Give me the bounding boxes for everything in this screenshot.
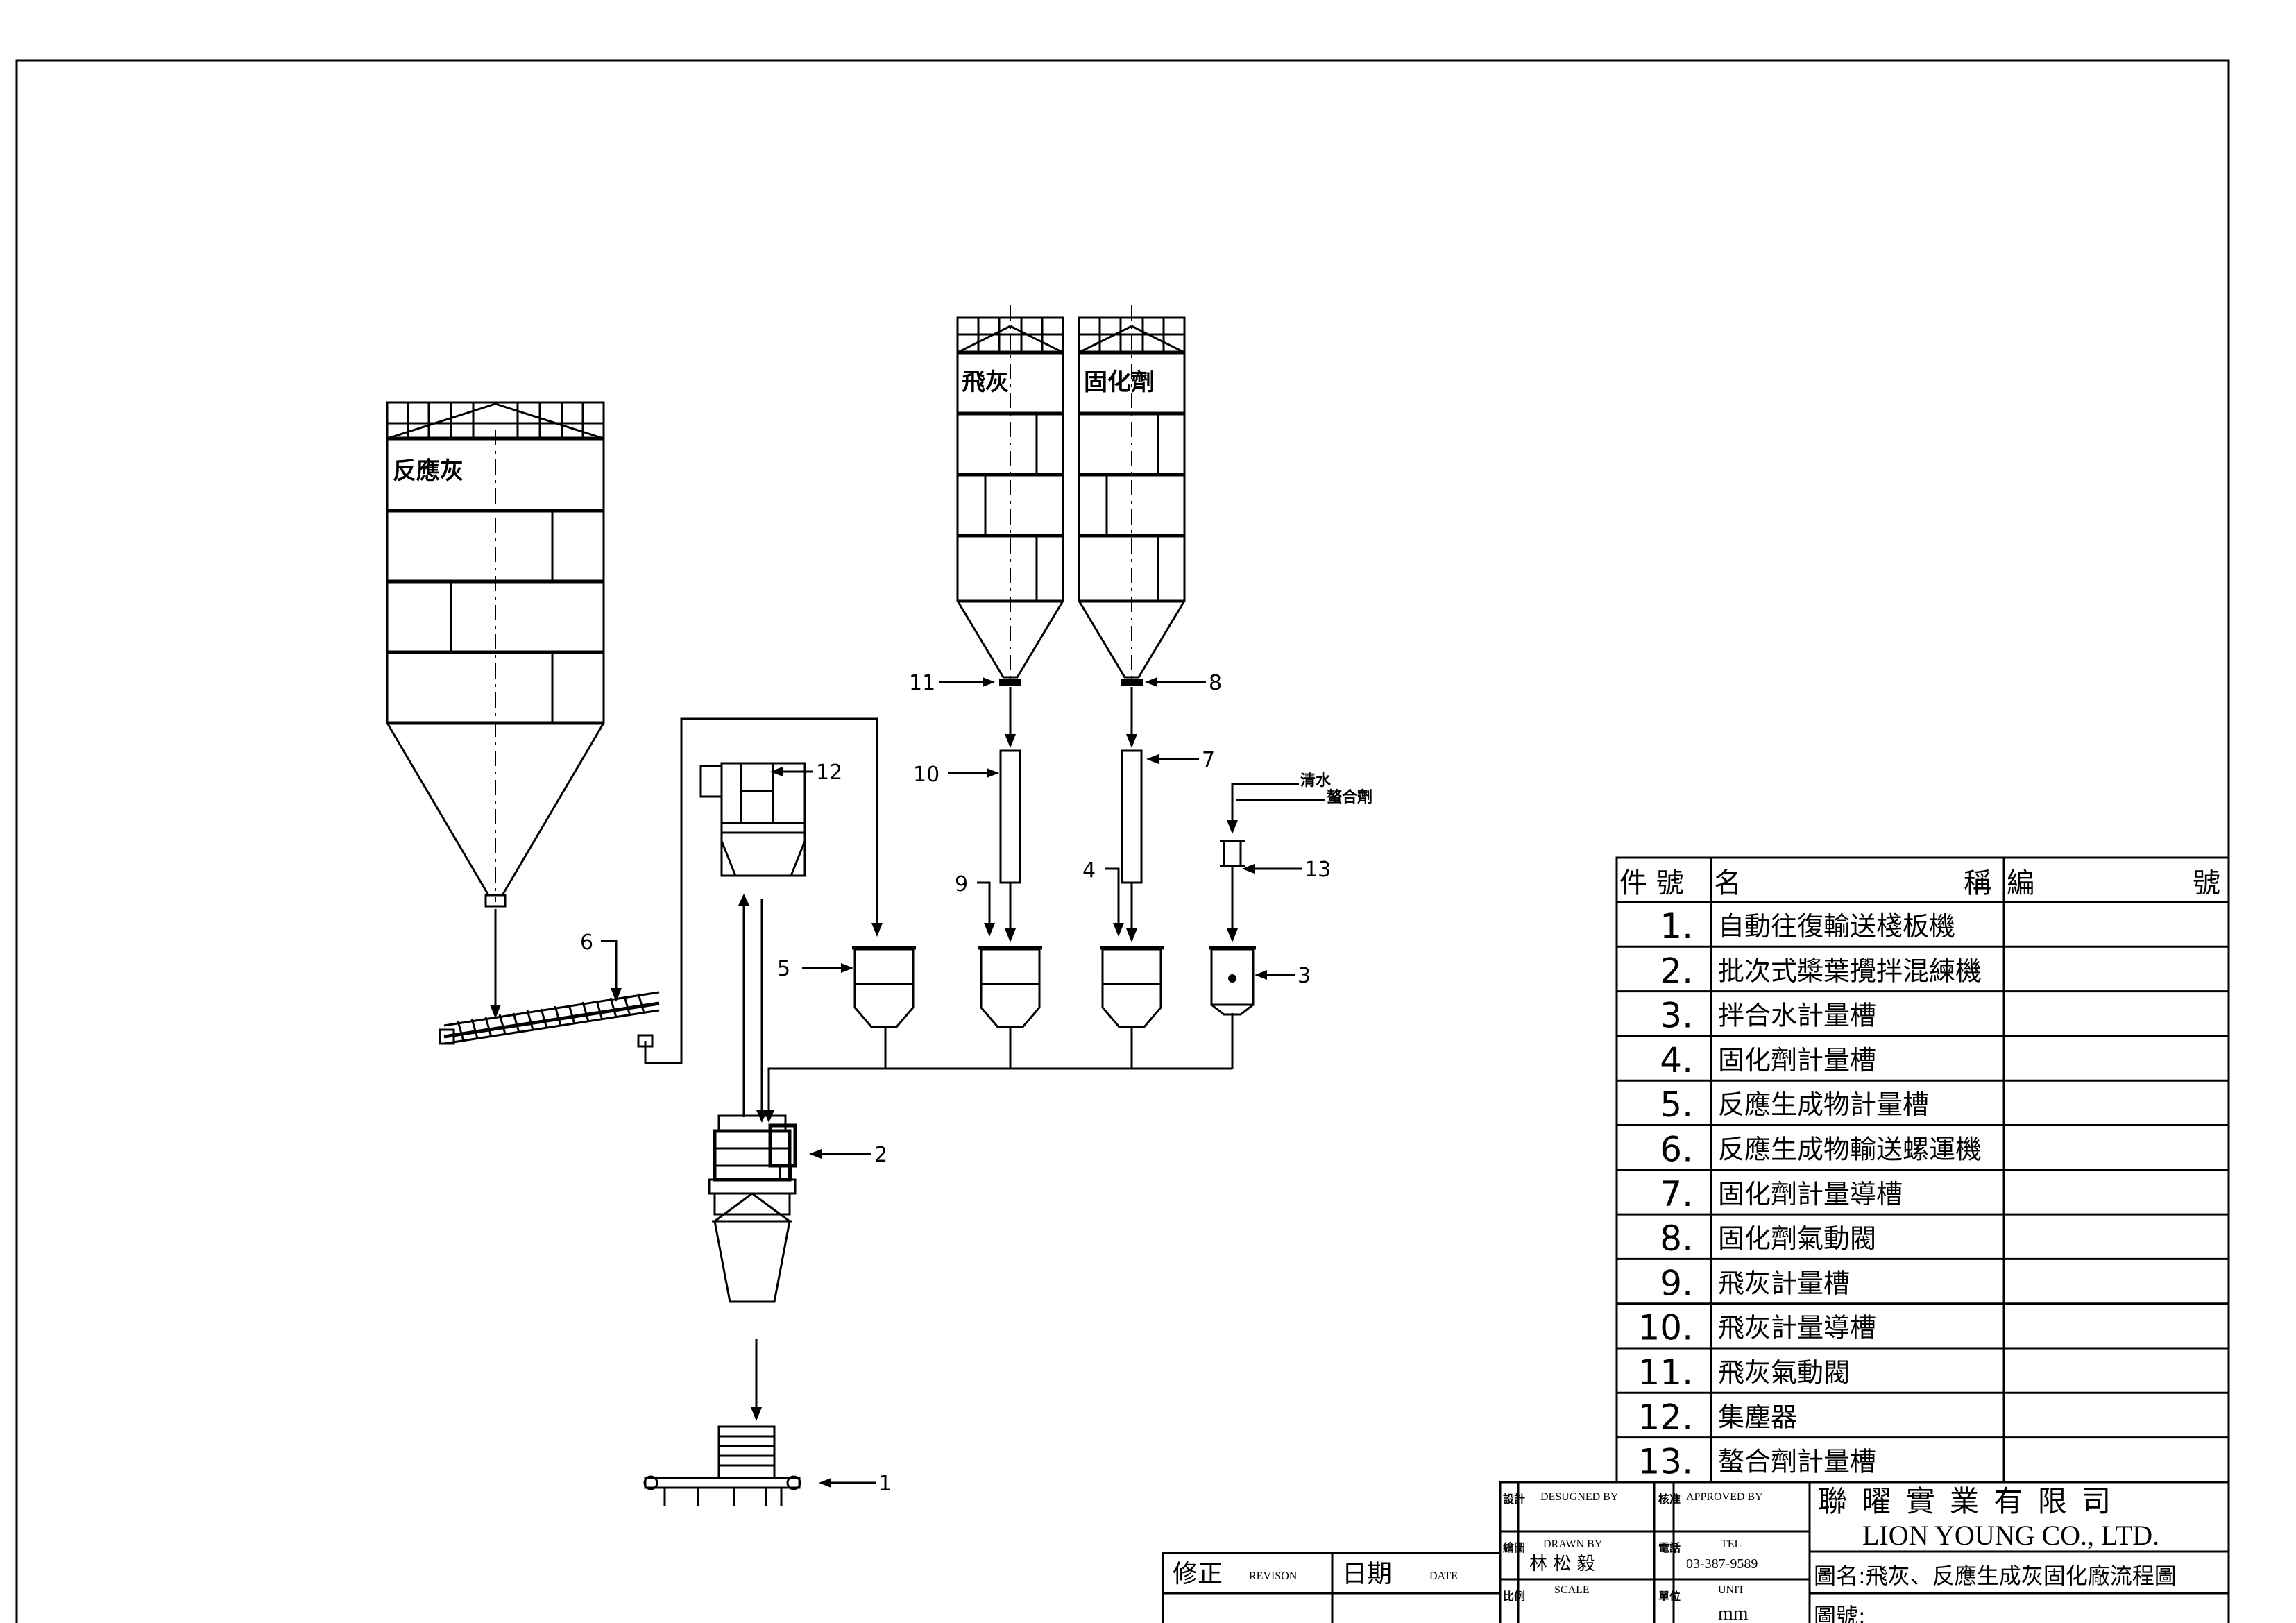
header-code2: 號 — [2193, 867, 2220, 899]
chelant-tank-13 — [1220, 840, 1245, 867]
date-cn: 日期 — [1342, 1560, 1392, 1588]
part-name: 反應生成物計量槽 — [1718, 1089, 1929, 1120]
part-name: 固化劑氣動閥 — [1718, 1223, 1876, 1254]
hopper-9 — [978, 946, 1042, 1028]
callout-10: 10 — [913, 763, 939, 787]
chelating-agent-label: 螯合劑 — [1327, 788, 1372, 806]
drawing-border — [15, 59, 2230, 1623]
part-number: 12. — [1638, 1397, 1693, 1437]
part-name: 螯合劑計量槽 — [1718, 1447, 1876, 1477]
dust-collector-12 — [699, 762, 806, 877]
part-number: 3. — [1660, 996, 1693, 1036]
designed-by: DESUGNED BY — [1540, 1491, 1619, 1503]
part-name: 批次式槳葉攪拌混練機 — [1718, 955, 1982, 986]
drawn-by: DRAWN BY — [1543, 1538, 1603, 1550]
unit-label: UNIT — [1718, 1584, 1744, 1596]
part-number: 7. — [1660, 1174, 1693, 1214]
part-number: 11. — [1638, 1352, 1693, 1393]
design-cn: 設計 — [1503, 1493, 1525, 1506]
curing-agent-label: 固化劑 — [1084, 368, 1155, 396]
header-name2: 稱 — [1964, 867, 1991, 899]
approved-by: APPROVED BY — [1686, 1491, 1763, 1503]
callout-7: 7 — [1202, 748, 1215, 772]
drawer-name: 林 松 毅 — [1529, 1554, 1595, 1574]
flow-lines — [490, 687, 1325, 1421]
drawing-no: 圖號: — [1814, 1603, 1866, 1623]
unit-value: mm — [1718, 1603, 1749, 1623]
tel-label: TEL — [1721, 1538, 1741, 1550]
part-number: 10. — [1638, 1308, 1693, 1348]
fly-ash-silo: 飛灰 — [956, 305, 1064, 686]
header-code: 編 — [2007, 867, 2034, 899]
check-cn: 核准 — [1658, 1493, 1681, 1506]
callout-1: 1 — [878, 1472, 892, 1496]
reaction-ash-silo: 反應灰 — [386, 401, 605, 908]
part-name: 飛灰計量導槽 — [1718, 1313, 1876, 1343]
hopper-5 — [852, 946, 916, 1028]
callout-5: 5 — [777, 957, 790, 981]
callout-9: 9 — [955, 872, 968, 897]
part-name: 固化劑計量槽 — [1718, 1045, 1876, 1076]
callout-8: 8 — [1209, 671, 1222, 695]
parts-table: 1. 自動往復輸送棧板機 2. 批次式槳葉攪拌混練機 3. 拌合水計量槽 4. 固化劑計量槽 5… — [1615, 856, 2230, 1484]
part-number: 6. — [1660, 1130, 1693, 1170]
part-number: 2. — [1660, 951, 1693, 991]
pallet-conveyor-1 — [643, 1425, 801, 1506]
title-block: 修正 REVISON 日期 DATE 設計 繪圖 比例 核准 電話 單位 DES… — [1162, 1481, 2230, 1623]
callout-11: 11 — [909, 671, 935, 695]
scale-cn: 比例 — [1503, 1590, 1525, 1603]
water-tank-3 — [1209, 946, 1256, 1016]
unit-cn: 單位 — [1658, 1590, 1681, 1603]
part-name: 拌合水計量槽 — [1718, 1001, 1876, 1031]
callout-13: 13 — [1304, 858, 1331, 882]
hopper-4 — [1100, 946, 1164, 1028]
part-number: 8. — [1660, 1218, 1693, 1259]
clean-water-label: 清水 — [1300, 772, 1332, 790]
callout-6: 6 — [580, 931, 593, 955]
part-number: 5. — [1660, 1085, 1693, 1125]
part-name: 飛灰氣動閥 — [1718, 1357, 1850, 1388]
callout-12: 12 — [816, 760, 842, 785]
callout-2: 2 — [874, 1143, 887, 1167]
revision-cn: 修正 — [1173, 1560, 1223, 1588]
reaction-ash-label: 反應灰 — [393, 457, 464, 485]
tel-number: 03-387-9589 — [1686, 1556, 1758, 1572]
part-name: 固化劑計量導槽 — [1718, 1179, 1903, 1209]
screw-conveyor-6 — [439, 991, 660, 1048]
header-name: 名 — [1714, 867, 1742, 899]
part-name: 飛灰計量槽 — [1718, 1268, 1850, 1298]
revision-en: REVISON — [1249, 1570, 1298, 1582]
company-cn: 聯 曜 實 業 有 限 司 — [1818, 1484, 2114, 1518]
callouts: 1 2 3 4 5 6 7 8 9 10 11 12 13 — [580, 671, 1331, 1496]
part-name: 反應生成物輸送螺運機 — [1718, 1135, 1982, 1165]
scale-label: SCALE — [1554, 1584, 1590, 1596]
curing-agent-silo: 固化劑 — [1078, 305, 1186, 686]
part-name: 集塵器 — [1718, 1402, 1797, 1432]
part-number: 9. — [1660, 1263, 1693, 1303]
fly-ash-label: 飛灰 — [962, 368, 1009, 396]
tel-cn: 電話 — [1658, 1541, 1681, 1554]
draw-cn: 繪圖 — [1503, 1541, 1525, 1554]
mixer-2 — [708, 1114, 797, 1303]
part-name: 自動往復輸送棧板機 — [1718, 911, 1955, 942]
part-number: 1. — [1660, 906, 1693, 946]
part-number: 13. — [1638, 1442, 1693, 1482]
callout-4: 4 — [1082, 858, 1096, 883]
part-number: 4. — [1660, 1040, 1693, 1080]
callout-3: 3 — [1298, 964, 1311, 988]
date-en: DATE — [1429, 1570, 1458, 1582]
drawing-name: 圖名:飛灰、反應生成灰固化廠流程圖 — [1814, 1563, 2177, 1589]
company-en: LION YOUNG CO., LTD. — [1862, 1520, 2159, 1551]
header-no: 件 號 — [1619, 867, 1684, 899]
